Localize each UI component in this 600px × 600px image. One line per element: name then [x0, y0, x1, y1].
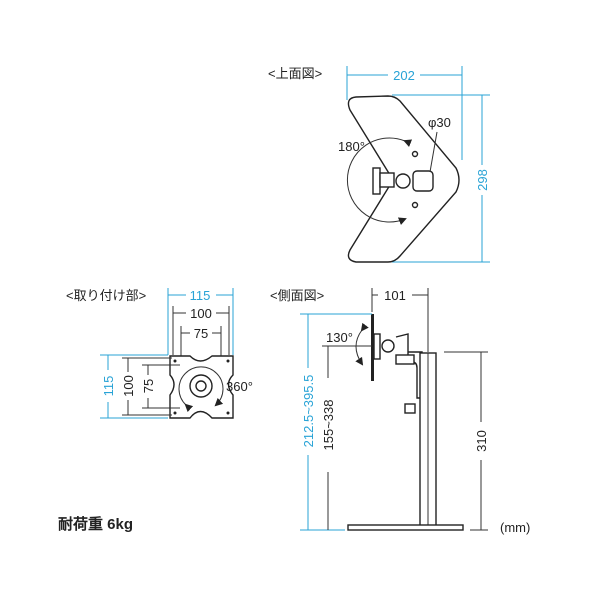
side-view: <側面図> 101 130° 212.5~395.5 155~338 310 [270, 288, 489, 531]
rotation-360-label: 360° [226, 379, 253, 394]
height-center-line [322, 345, 372, 530]
clamp-knob [404, 403, 416, 414]
unit-label: (mm) [500, 520, 530, 535]
width-dimension-line [346, 66, 463, 160]
outer-v-dimension: 115 [101, 376, 116, 397]
width-dimension: 202 [393, 68, 415, 83]
vesa100-v-dimension: 100 [121, 375, 136, 397]
pole-height-dimension: 310 [474, 430, 489, 452]
vesa100-dimension: 100 [190, 306, 212, 321]
pole-clamp [412, 170, 434, 192]
tilt-label: 130° [326, 330, 353, 345]
outer-dimension: 115 [190, 288, 211, 303]
pole-height-line [444, 351, 488, 531]
load-capacity: 耐荷重 6kg [58, 515, 133, 533]
depth-side-line [371, 288, 429, 352]
side-depth-dimension: 101 [384, 288, 406, 303]
depth-dimension: 298 [475, 169, 490, 191]
tilt-bracket [373, 333, 381, 360]
leader-line [429, 131, 438, 173]
tilt-joint [381, 339, 395, 353]
height-total-line [300, 313, 372, 531]
vesa100-v-line [122, 357, 172, 416]
vesa75-v-dimension: 75 [141, 379, 156, 393]
pole-diameter-label: φ30 [428, 115, 451, 130]
outer-v-dimension-line [100, 354, 168, 419]
tilt-arrow [355, 322, 369, 366]
screw-hole [173, 411, 177, 415]
vesa75-v-line [142, 364, 180, 409]
arm-pivot [395, 173, 411, 189]
vesa75-dimension-line [180, 326, 222, 360]
mount-view: <取り付け部> 115 100 75 360° 115 100 75 [66, 288, 253, 419]
side-base [347, 524, 464, 531]
arm-link [395, 354, 415, 365]
screw-hole [173, 359, 177, 363]
vesa75-dimension: 75 [194, 326, 208, 341]
arm-joint [379, 172, 395, 188]
vesa-plate-top [372, 167, 381, 195]
monitor-plate [371, 314, 374, 381]
rotation-arrow-180 [346, 137, 413, 225]
depth-dimension-line [392, 94, 490, 263]
center-hole [195, 380, 207, 392]
screw-hole [226, 411, 230, 415]
arm-holder [395, 333, 423, 399]
top-view-label: <上面図> [268, 66, 322, 81]
rotation-arrow-360 [178, 366, 224, 413]
side-view-label: <側面図> [270, 288, 324, 303]
height-total-dimension: 212.5~395.5 [301, 375, 316, 448]
top-view: <上面図> 202 298 180° φ30 [268, 66, 490, 263]
mount-view-label: <取り付け部> [66, 288, 146, 303]
rotation-180-label: 180° [338, 139, 365, 154]
screw-hole [226, 359, 230, 363]
vesa100-dimension-line [172, 306, 230, 355]
outer-dimension-line [167, 288, 234, 355]
base-hole [411, 150, 419, 158]
height-center-dimension: 155~338 [321, 400, 336, 451]
base-hole [411, 201, 419, 209]
